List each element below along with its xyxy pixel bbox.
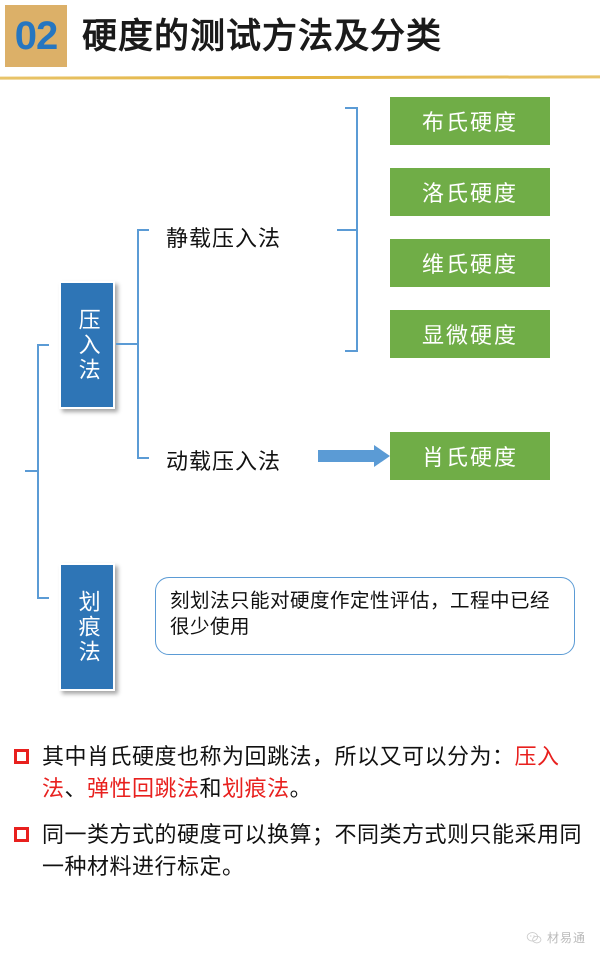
header-divider [0,75,600,80]
footer-watermark: 材易通 [526,929,586,946]
method-box-shore-label: 肖氏硬度 [421,446,518,471]
method-box-rockwell[interactable]: 洛氏硬度 [390,168,550,216]
bullet-square-icon [14,826,29,842]
method-box-microhardness-label: 显微硬度 [421,324,518,349]
indentation-bracket-mid-stub [116,343,138,345]
bullet-text-2: 同一类方式的硬度可以换算；不同类方式则只能采用同一种材料进行标定。 [42,820,600,884]
method-box-brinell-label: 布氏硬度 [421,111,518,136]
bullet-1-part-4: 和 [199,776,223,802]
root-bracket-top-stub [37,344,49,346]
root-bracket-bottom-stub [37,597,49,599]
static-methods-bracket-top-stub [345,107,357,109]
root-box-scratch[interactable]: 划痕法 [59,563,115,691]
bullet-text-1: 其中肖氏硬度也称为回跳法，所以又可以分为：压入法、弹性回跳法和划痕法。 [42,742,600,806]
bullet-1-part-3: 弹性回跳法 [87,776,200,802]
bullet-1-part-6: 。 [289,776,313,802]
root-box-indentation[interactable]: 压入法 [59,281,115,409]
page-title: 硬度的测试方法及分类 [82,17,443,56]
key-points-list: 其中肖氏硬度也称为回跳法，所以又可以分为：压入法、弹性回跳法和划痕法。 同一类方… [0,742,600,898]
bullet-1-part-5: 划痕法 [222,776,290,802]
static-methods-bracket-mid-stub [337,229,357,231]
root-bracket-mid-stub [25,470,38,472]
method-box-vickers-label: 维氏硬度 [421,253,518,278]
scratch-method-note: 刻划法只能对硬度作定性评估，工程中已经很少使用 [155,577,575,655]
indentation-bracket-bottom-stub [137,457,149,459]
watermark-label: 材易通 [546,931,586,945]
section-number-badge: 02 [5,5,67,67]
list-item: 同一类方式的硬度可以换算；不同类方式则只能采用同一种材料进行标定。 [0,820,600,884]
static-methods-bracket-bottom-stub [345,350,357,352]
method-box-brinell[interactable]: 布氏硬度 [390,97,550,145]
bullet-square-icon [14,749,29,764]
slide-header: 02 硬度的测试方法及分类 [0,0,600,82]
indentation-bracket-top-stub [137,229,149,231]
root-box-scratch-label: 划痕法 [74,589,100,665]
bullet-1-part-2: 、 [64,776,88,802]
label-dynamic-indentation: 动载压入法 [166,450,282,475]
root-bracket-vertical [37,344,39,599]
method-box-shore[interactable]: 肖氏硬度 [390,432,550,480]
bullet-2-part-0: 同一类方式的硬度可以换算；不同类方式则只能采用同一种材料进行标定。 [42,822,583,880]
bullet-1-part-0: 其中肖氏硬度也称为回跳法，所以又可以分为： [42,745,515,770]
list-item: 其中肖氏硬度也称为回跳法，所以又可以分为：压入法、弹性回跳法和划痕法。 [0,742,600,806]
section-number: 02 [14,14,58,58]
label-static-indentation: 静载压入法 [166,227,282,252]
dynamic-arrow-head [374,445,390,467]
method-box-rockwell-label: 洛氏硬度 [421,182,518,207]
classification-diagram: 压入法 划痕法 静载压入法 动载压入法 布氏硬度 洛氏硬度 维氏硬度 显微硬度 … [0,82,600,722]
dynamic-arrow-shaft [318,450,374,462]
root-box-indentation-label: 压入法 [74,307,100,383]
method-box-vickers[interactable]: 维氏硬度 [390,239,550,287]
indentation-bracket-vertical [137,229,139,459]
bullet-1-part-1: 压入法 [42,745,560,802]
static-methods-bracket-vertical [356,107,358,352]
wechat-icon [526,931,542,943]
method-box-microhardness[interactable]: 显微硬度 [390,310,550,358]
